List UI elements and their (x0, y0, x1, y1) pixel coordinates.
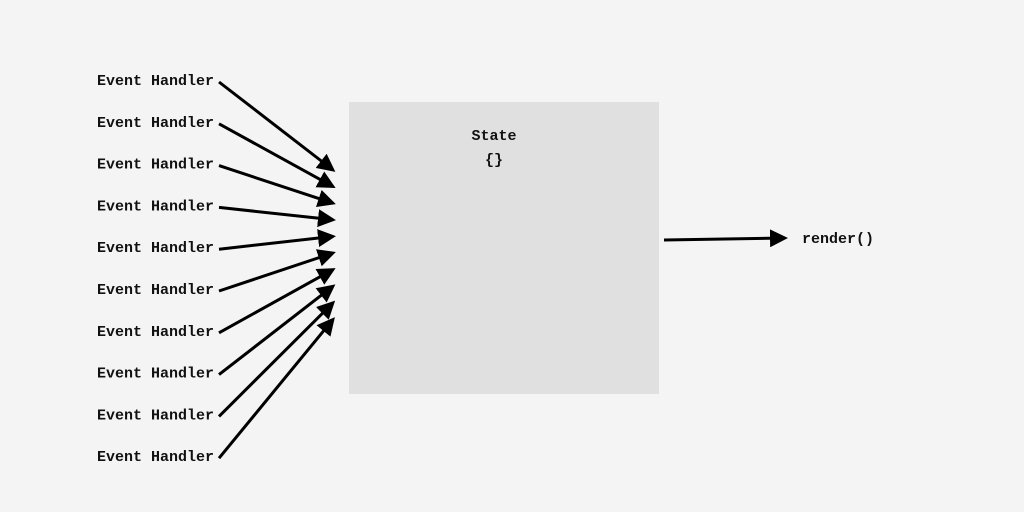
event-handler-arrow (218, 122, 336, 189)
event-handler-arrow (218, 80, 336, 172)
event-handler-label: Event Handler (97, 282, 214, 299)
event-handler: Event Handler (97, 73, 336, 172)
event-handler-arrow (218, 284, 336, 376)
state-value: {} (485, 152, 503, 169)
event-handler-arrow (218, 229, 336, 251)
state-box (349, 102, 659, 394)
event-handler-label: Event Handler (97, 366, 214, 383)
event-handler-label: Event Handler (97, 324, 214, 341)
event-handler: Event Handler (97, 268, 336, 341)
event-handler: Event Handler (97, 115, 336, 189)
event-handler: Event Handler (97, 229, 336, 257)
render-arrow (663, 229, 788, 248)
event-handler: Event Handler (97, 249, 336, 299)
event-handler-label: Event Handler (97, 198, 214, 215)
event-handler-arrow (217, 300, 336, 418)
event-handler-arrow (218, 205, 336, 228)
event-handler-arrow (218, 249, 336, 293)
event-handler-arrow (218, 164, 336, 208)
event-handler: Event Handler (97, 284, 336, 383)
event-handler: Event Handler (97, 300, 336, 424)
event-handler: Event Handler (97, 317, 335, 466)
event-handler-label: Event Handler (97, 73, 214, 90)
event-handler-label: Event Handler (97, 407, 214, 424)
event-handler-label: Event Handler (97, 449, 214, 466)
render-label: render() (802, 231, 874, 248)
event-handler-label: Event Handler (97, 115, 214, 132)
event-handler: Event Handler (97, 157, 336, 208)
event-handler: Event Handler (97, 198, 336, 228)
event-handler-arrow (217, 317, 335, 460)
event-handler-label: Event Handler (97, 157, 214, 174)
event-handler-label: Event Handler (97, 240, 214, 257)
state-title: State (471, 128, 516, 145)
event-handler-arrow (218, 268, 336, 335)
